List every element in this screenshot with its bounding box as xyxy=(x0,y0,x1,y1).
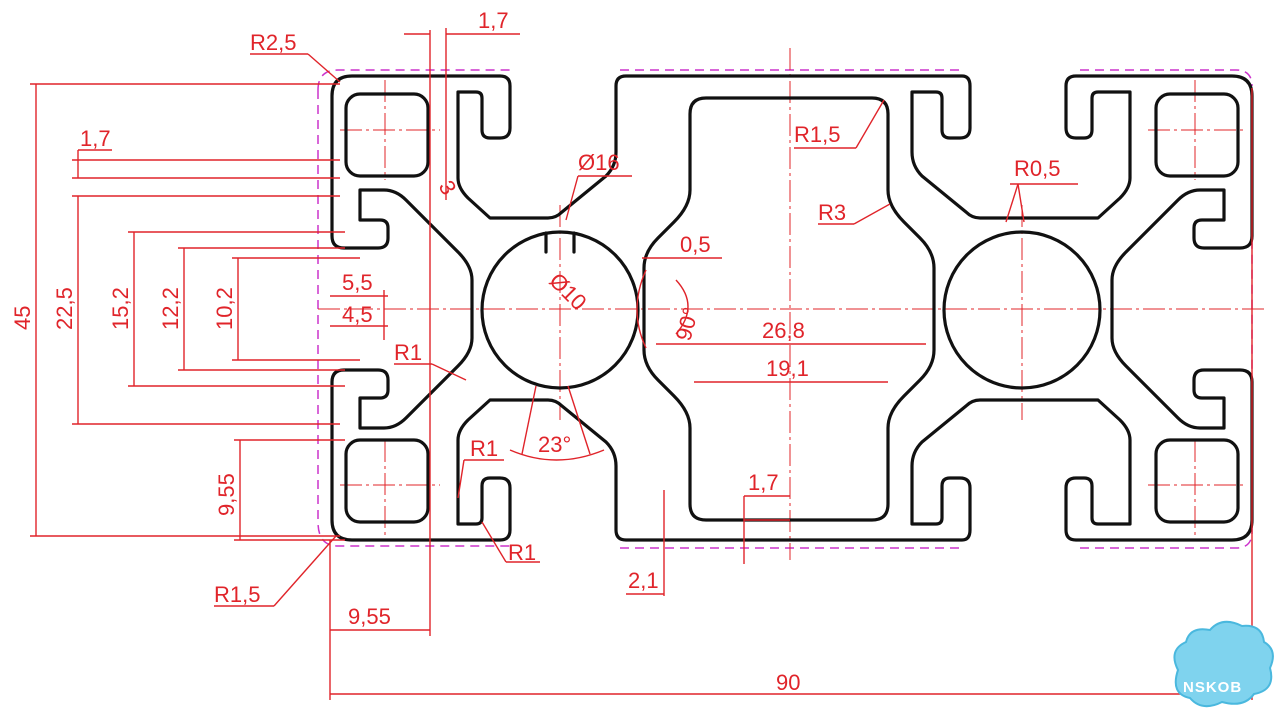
dim-wall-2-1: 2,1 xyxy=(628,568,659,593)
dim-slot-4-5: 4,5 xyxy=(342,302,373,327)
dim-height-22-5: 22,5 xyxy=(52,287,77,330)
dim-top-1-7: 1,7 xyxy=(478,8,509,33)
dimension-labels: 45 22,5 15,2 12,2 10,2 9,55 1,7 R2,5 1,7… xyxy=(10,8,1060,695)
dim-span-19-1: 19,1 xyxy=(766,356,809,381)
dim-height-10-2: 10,2 xyxy=(212,287,237,330)
brand-watermark: NSKOB xyxy=(1173,620,1274,708)
dim-left-1-7: 1,7 xyxy=(80,126,111,151)
dim-offset-0-5: 0,5 xyxy=(680,232,711,257)
dim-radius-1-c: R1 xyxy=(508,540,536,565)
cloud-badge xyxy=(1173,620,1274,708)
core-hole-right xyxy=(942,230,1102,390)
corner-hole-bottom-right xyxy=(1154,438,1240,524)
dim-diameter-10: Ø10 xyxy=(544,268,591,315)
dim-width-9-55: 9,55 xyxy=(348,604,391,629)
dim-overall-height: 45 xyxy=(10,306,35,330)
dim-slot-5-5: 5,5 xyxy=(342,270,373,295)
corner-hole-top-left xyxy=(344,92,430,178)
corner-hole-top-right xyxy=(1154,92,1240,178)
dim-bottom-1-7: 1,7 xyxy=(748,470,779,495)
dim-wall-3: 3 xyxy=(434,176,462,199)
dim-radius-1-b: R1 xyxy=(470,436,498,461)
dim-overall-width: 90 xyxy=(776,670,800,695)
center-lines xyxy=(318,48,1265,560)
dim-span-26-8: 26,8 xyxy=(762,318,805,343)
dim-height-15-2: 15,2 xyxy=(108,287,133,330)
dim-radius-3: R3 xyxy=(818,200,846,225)
dim-radius-2-5: R2,5 xyxy=(250,30,296,55)
dim-radius-1-5-bottom: R1,5 xyxy=(214,582,260,607)
profile-outline xyxy=(330,74,1254,542)
dim-height-12-2: 12,2 xyxy=(158,287,183,330)
dimension-lines xyxy=(30,28,1253,700)
dim-height-9-55: 9,55 xyxy=(214,473,239,516)
corner-hole-bottom-left xyxy=(344,438,430,524)
dim-radius-1-5-top: R1,5 xyxy=(794,122,840,147)
central-cavity xyxy=(642,96,936,522)
core-hole-left xyxy=(480,230,640,390)
dim-diameter-16: Ø16 xyxy=(578,150,620,175)
dim-angle-90: 90° xyxy=(671,305,704,344)
dim-angle-23: 23° xyxy=(538,432,571,457)
brand-name: NSKOB xyxy=(1183,679,1242,696)
dim-radius-1-a: R1 xyxy=(394,340,422,365)
dim-radius-0-5: R0,5 xyxy=(1014,156,1060,181)
outer-contour xyxy=(330,74,1254,542)
